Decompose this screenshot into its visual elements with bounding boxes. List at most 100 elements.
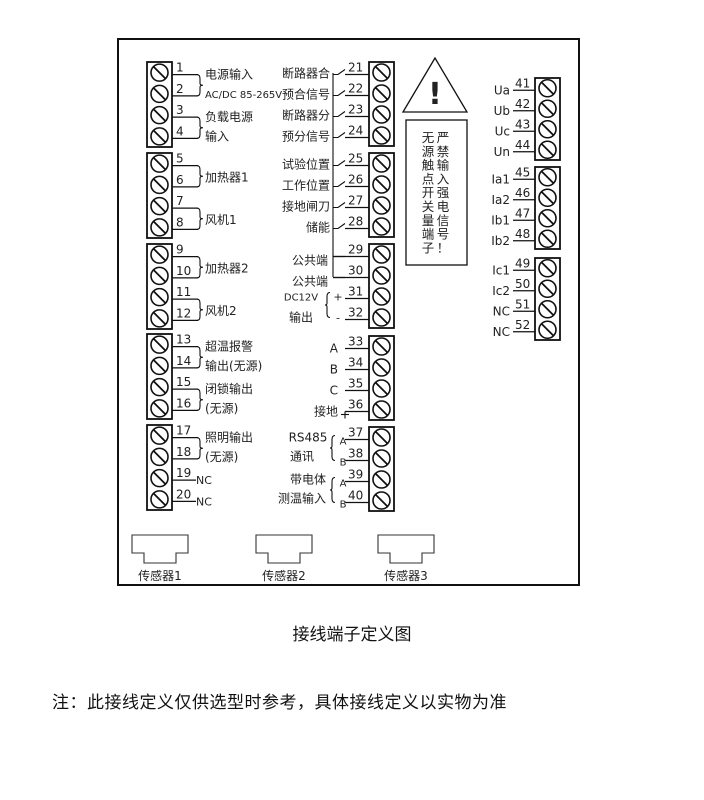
sensor-label: 传感器2 <box>262 568 306 583</box>
terminal-label: Ib2 <box>491 234 510 248</box>
disclaimer-note: 注：此接线定义仅供选型时参考，具体接线定义以实物为准 <box>52 693 507 713</box>
screw-terminal-icon <box>150 309 169 328</box>
terminal-number: 39 <box>348 468 363 482</box>
terminal-number: 38 <box>348 447 363 461</box>
screw-terminal-icon <box>372 84 391 103</box>
terminal-number: 42 <box>515 97 530 111</box>
screw-terminal-icon <box>538 167 557 187</box>
terminal-label: 断路器合 <box>282 66 330 81</box>
terminal-label: NC <box>493 325 510 339</box>
screw-terminal-icon <box>538 119 557 139</box>
terminal-number: 10 <box>176 264 191 278</box>
terminal-label: Ia1 <box>491 172 510 186</box>
screw-terminal-icon <box>150 447 169 467</box>
terminal-number: 6 <box>176 173 184 187</box>
terminal-number: 25 <box>348 152 363 166</box>
screw-terminal-icon <box>150 105 169 125</box>
terminal-number: 28 <box>348 215 363 229</box>
terminal-number: 47 <box>515 206 530 220</box>
sub-label: A <box>340 479 347 490</box>
terminal-number: 22 <box>348 82 363 96</box>
terminal-number: 3 <box>176 103 184 117</box>
screw-terminal-icon <box>150 245 169 264</box>
terminal-number: 32 <box>348 306 363 320</box>
group-label: 电源输入 <box>205 67 253 82</box>
terminal-number: 16 <box>176 396 191 410</box>
terminal-number: 5 <box>176 152 184 166</box>
terminal-number: 26 <box>348 173 363 187</box>
screw-terminal-icon <box>150 399 169 418</box>
screw-terminal-icon <box>150 468 169 488</box>
group-label: 超温报警 <box>205 339 253 354</box>
screw-terminal-icon <box>372 105 391 124</box>
group-label: 带电体 <box>290 473 326 487</box>
screw-terminal-icon <box>150 490 169 509</box>
terminal-label: A <box>330 342 339 356</box>
warning-text-strong-signal: 严禁输入强电信号！ <box>437 130 450 255</box>
terminal-number: 18 <box>176 445 191 459</box>
terminal-label: Ub <box>494 104 510 118</box>
screw-terminal-icon <box>538 208 557 228</box>
screw-terminal-icon <box>372 428 391 447</box>
terminal-label: Ia2 <box>491 193 510 207</box>
terminal-number: 1 <box>176 61 184 75</box>
sensor-label: 传感器3 <box>384 568 428 583</box>
terminal-number: 36 <box>348 398 363 412</box>
group-label: DC12V <box>284 293 318 304</box>
terminal-number: 43 <box>515 117 530 131</box>
screw-terminal-icon <box>372 126 391 145</box>
terminal-number: 52 <box>515 318 530 332</box>
screw-terminal-icon <box>538 258 557 278</box>
group-label: 输出(无源) <box>205 358 262 373</box>
terminal-number: 44 <box>515 138 530 152</box>
screw-terminal-icon <box>150 175 169 195</box>
terminal-number: 19 <box>176 466 191 480</box>
group-label: 加热器1 <box>205 170 249 184</box>
terminal-number: 34 <box>348 356 363 370</box>
terminal-number: 51 <box>515 297 530 311</box>
terminal-label: 储能 <box>306 220 330 235</box>
screw-terminal-icon <box>150 356 169 376</box>
terminal-number: 12 <box>176 306 191 320</box>
sensor-port-icon <box>377 534 435 564</box>
terminal-number: 9 <box>176 243 184 257</box>
screw-terminal-icon <box>538 229 557 249</box>
polarity-sign: - <box>336 312 340 325</box>
screw-terminal-icon <box>538 279 557 299</box>
terminal-label: 接地闸刀 <box>282 199 330 214</box>
terminal-label: 接地 <box>314 404 338 419</box>
terminal-number: 20 <box>176 487 191 501</box>
warning-text-passive-contacts: 无源触点开关量端子 <box>422 130 435 255</box>
group-label: 闭锁输出 <box>205 381 253 396</box>
terminal-number: 8 <box>176 215 184 229</box>
terminal-label: NC <box>196 474 212 487</box>
terminal-number: 45 <box>515 165 530 179</box>
sub-label: A <box>340 437 347 448</box>
screw-terminal-icon <box>372 470 391 489</box>
terminal-number: 24 <box>348 124 363 138</box>
wiring-diagram-frame <box>117 38 580 586</box>
screw-terminal-icon <box>372 154 391 173</box>
screw-terminal-icon <box>538 188 557 208</box>
sensor-connector-3: 传感器3 <box>377 534 435 583</box>
group-label: (无源) <box>205 401 238 415</box>
terminal-number: 11 <box>176 285 191 299</box>
screw-terminal-icon <box>372 217 391 236</box>
screw-terminal-icon <box>372 379 391 398</box>
screw-terminal-icon <box>150 218 169 237</box>
group-label: 输入 <box>205 128 229 143</box>
terminal-number: 46 <box>515 186 530 200</box>
terminal-number: 49 <box>515 256 530 270</box>
terminal-label: Ic2 <box>492 284 510 298</box>
terminal-number: 7 <box>176 194 184 208</box>
screw-terminal-icon <box>150 84 169 104</box>
screw-terminal-icon <box>150 426 169 445</box>
terminal-number: 50 <box>515 277 530 291</box>
